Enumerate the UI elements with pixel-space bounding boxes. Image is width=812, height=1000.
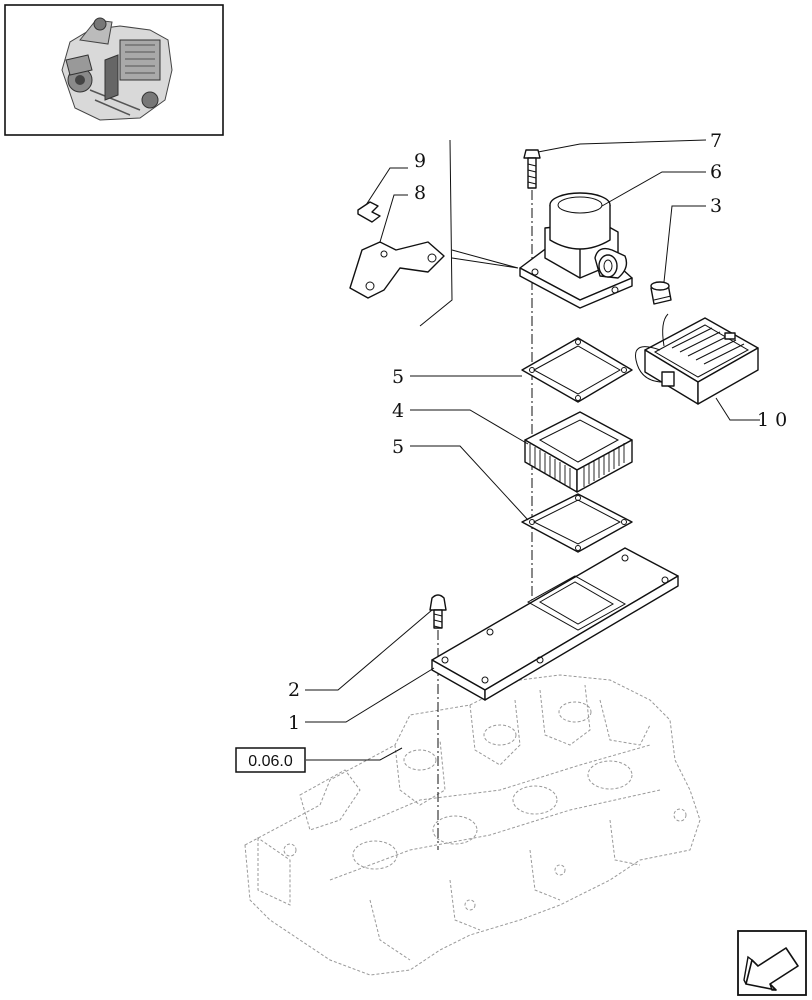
cylinder-head-outline (244, 674, 701, 976)
reference-label: 0.06.0 (248, 753, 293, 770)
engine-thumbnail-icon[interactable] (4, 4, 224, 136)
clip-part-9[interactable] (357, 201, 381, 223)
callout-9: 9 (414, 150, 426, 172)
callout-5-lower: 5 (392, 436, 404, 458)
bolt-part-2[interactable] (429, 594, 447, 629)
heater-core-fins (529, 443, 625, 488)
callout-10: 1 0 (757, 409, 787, 431)
callout-2: 2 (288, 679, 300, 701)
next-page-arrow-icon[interactable] (737, 930, 807, 996)
callout-8: 8 (414, 182, 426, 204)
intake-plate-part-1[interactable] (431, 547, 679, 701)
bracket-part-8[interactable] (349, 241, 445, 299)
leader-lines (305, 139, 760, 761)
gasket-part-5-upper[interactable] (521, 337, 633, 403)
heater-core-part-4[interactable] (524, 411, 633, 493)
callout-6: 6 (710, 161, 722, 183)
callout-3: 3 (710, 195, 722, 217)
nut-part-3[interactable] (650, 281, 672, 305)
reference-box[interactable]: 0.06.0 (235, 747, 306, 773)
heater-housing-part-6[interactable] (519, 192, 633, 309)
callout-4: 4 (392, 400, 404, 422)
callout-7: 7 (710, 130, 722, 152)
callout-1: 1 (288, 712, 300, 734)
bracket-pointer (419, 139, 453, 327)
control-unit-part-10[interactable] (635, 313, 759, 405)
bolt-part-7[interactable] (523, 149, 541, 189)
gasket-part-5-lower[interactable] (521, 493, 633, 553)
callout-5-upper: 5 (392, 366, 404, 388)
bracket-pointer-lines (451, 249, 519, 269)
